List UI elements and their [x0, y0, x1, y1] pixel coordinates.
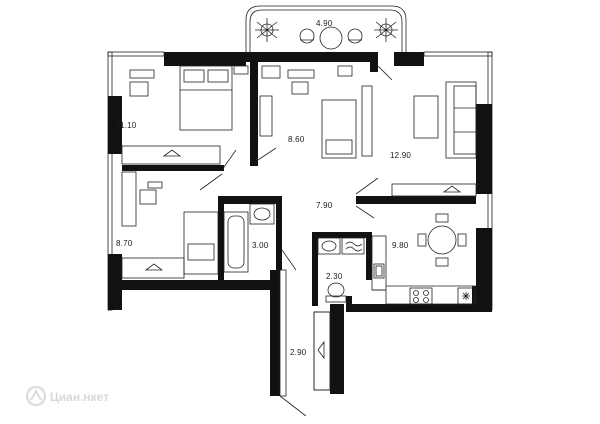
toilet-room: 2.30: [317, 237, 365, 303]
room-area-label: 9.80: [392, 241, 409, 250]
balcony-plant-icon: [255, 18, 279, 42]
balcony: [245, 5, 407, 52]
living-room: 12.90: [361, 81, 477, 197]
stove-icon: [409, 287, 433, 305]
wardrobe-icon: [121, 257, 185, 279]
watermark-text: Циан.нкет: [50, 390, 109, 404]
single-bed-icon: [321, 99, 357, 159]
walls: [107, 51, 493, 397]
balcony-table-icon: [299, 26, 363, 50]
room-area-label: 3.00: [252, 241, 269, 250]
kitchen: 9.80: [371, 213, 477, 305]
towel-warmer-icon: [341, 237, 365, 255]
bathroom: 3.00: [223, 203, 275, 273]
bedroom-2: 8.60: [259, 65, 357, 159]
desk-icon: [121, 171, 137, 227]
nightstand-icon: [129, 69, 155, 79]
balcony-plant-icon: [374, 18, 398, 42]
room-area-label: 2.30: [326, 272, 343, 281]
room-area-label: 7.90: [316, 201, 333, 210]
sink-icon: [249, 203, 275, 225]
hanger-icon: [442, 185, 462, 193]
fridge-icon: [457, 287, 475, 305]
room-area-label: 8.70: [116, 239, 133, 248]
doors: [199, 65, 393, 417]
room-area-label: 12.90: [390, 151, 411, 160]
sink-icon: [317, 237, 341, 255]
hanger-icon: [162, 149, 182, 157]
wardrobe-icon: [391, 183, 477, 197]
entrance: 2.90: [290, 311, 331, 391]
room-area-label: 11.10: [116, 121, 137, 130]
single-bed-icon: [183, 211, 219, 275]
bedroom-3: 8.70: [116, 171, 219, 279]
desk-chair-icon: [129, 81, 149, 97]
wardrobe-icon: [259, 95, 273, 137]
room-area-label: 2.90: [290, 348, 307, 357]
desk-icon: [287, 69, 315, 79]
room-area-label: 8.60: [288, 135, 305, 144]
nightstand-icon: [337, 65, 353, 77]
chair-icon: [291, 81, 309, 95]
lamp-icon: [147, 181, 163, 189]
sofa-icon: [445, 81, 477, 159]
toilet-icon: [325, 282, 347, 303]
shelf-icon: [261, 65, 281, 79]
double-bed-icon: [179, 65, 233, 131]
nightstand-icon: [233, 65, 249, 75]
room-area-label: 4.90: [316, 19, 333, 28]
wardrobe-icon: [121, 145, 221, 165]
hanger-icon: [317, 340, 325, 360]
wardrobe-icon: [313, 311, 331, 391]
bedroom-1: 11.10: [116, 65, 249, 165]
kitchen-sink-icon: [373, 263, 385, 279]
coffee-table-icon: [413, 95, 439, 139]
chair-icon: [139, 189, 157, 205]
watermark-logo-icon: [25, 385, 47, 407]
watermark: Циан.нкет: [25, 385, 109, 407]
hallway: 7.90: [316, 201, 333, 210]
dining-table-icon: [417, 213, 467, 267]
tv-stand-icon: [361, 85, 373, 157]
bathtub-icon: [223, 211, 249, 273]
hanger-icon: [144, 263, 164, 271]
